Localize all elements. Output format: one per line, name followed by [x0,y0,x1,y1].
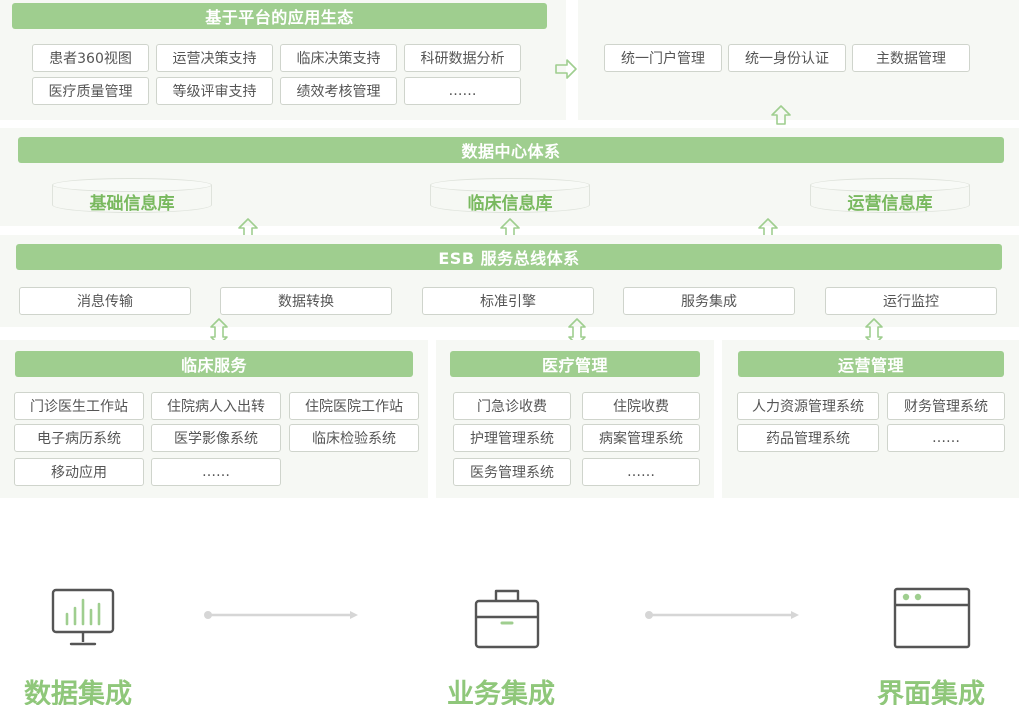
app-ops-decision[interactable]: 运营决策支持 [156,44,273,72]
connector-line-right [645,611,799,619]
clinical-more[interactable]: …… [151,458,281,486]
app-patient-360[interactable]: 患者360视图 [32,44,149,72]
ops-finance[interactable]: 财务管理系统 [887,392,1005,420]
medical-affairs[interactable]: 医务管理系统 [453,458,571,486]
ui-integration-label: 界面集成 [877,679,985,705]
clinical-imaging[interactable]: 医学影像系统 [151,424,281,452]
clinical-lab[interactable]: 临床检验系统 [289,424,419,452]
clinical-mobile[interactable]: 移动应用 [14,458,144,486]
medical-more[interactable]: …… [582,458,700,486]
app-research-analysis[interactable]: 科研数据分析 [404,44,521,72]
esb-message-transport[interactable]: 消息传输 [19,287,191,315]
basic-info-db: 基础信息库 [52,178,212,214]
right-arrow-icon [555,59,577,79]
app-quality-mgmt[interactable]: 医疗质量管理 [32,77,149,105]
ops-info-db: 运营信息库 [810,178,970,214]
monitor-chart-icon [51,588,115,646]
data-center-title-bar: 数据中心体系 [18,137,1004,163]
app-grade-review[interactable]: 等级评审支持 [156,77,273,105]
browser-window-icon [893,587,971,649]
medical-outpatient-billing[interactable]: 门急诊收费 [453,392,571,420]
esb-standard-engine[interactable]: 标准引擎 [422,287,594,315]
unified-portal[interactable]: 统一门户管理 [604,44,722,72]
master-data-mgmt[interactable]: 主数据管理 [852,44,970,72]
app-clinical-decision[interactable]: 临床决策支持 [280,44,397,72]
clinical-info-db: 临床信息库 [430,178,590,214]
up-arrow-icon [771,105,791,125]
esb-data-conversion[interactable]: 数据转换 [220,287,392,315]
medical-title-bar: 医疗管理 [450,351,700,377]
briefcase-icon [474,589,540,649]
ops-more[interactable]: …… [887,424,1005,452]
data-integration-label: 数据集成 [24,679,132,705]
clinical-outpatient-station[interactable]: 门诊医生工作站 [14,392,144,420]
clinical-emr[interactable]: 电子病历系统 [14,424,144,452]
clinical-info-db-label: 临床信息库 [467,194,553,214]
clinical-inpatient-adt[interactable]: 住院病人入出转 [151,392,281,420]
esb-runtime-monitor[interactable]: 运行监控 [825,287,997,315]
medical-records[interactable]: 病案管理系统 [582,424,700,452]
app-performance[interactable]: 绩效考核管理 [280,77,397,105]
connector-line-left [204,611,358,619]
clinical-title-bar: 临床服务 [15,351,413,377]
ops-hr[interactable]: 人力资源管理系统 [737,392,879,420]
esb-service-integration[interactable]: 服务集成 [623,287,795,315]
business-integration-label: 业务集成 [447,679,555,705]
ops-pharmacy[interactable]: 药品管理系统 [737,424,879,452]
ops-info-db-label: 运营信息库 [847,194,933,214]
clinical-inpatient-station[interactable]: 住院医院工作站 [289,392,419,420]
medical-inpatient-billing[interactable]: 住院收费 [582,392,700,420]
platform-title-bar: 基于平台的应用生态 [12,3,547,29]
esb-title-bar: ESB 服务总线体系 [16,244,1002,270]
operations-title-bar: 运营管理 [738,351,1004,377]
basic-info-db-label: 基础信息库 [89,194,175,214]
unified-identity[interactable]: 统一身份认证 [728,44,846,72]
app-more[interactable]: …… [404,77,521,105]
medical-nursing[interactable]: 护理管理系统 [453,424,571,452]
